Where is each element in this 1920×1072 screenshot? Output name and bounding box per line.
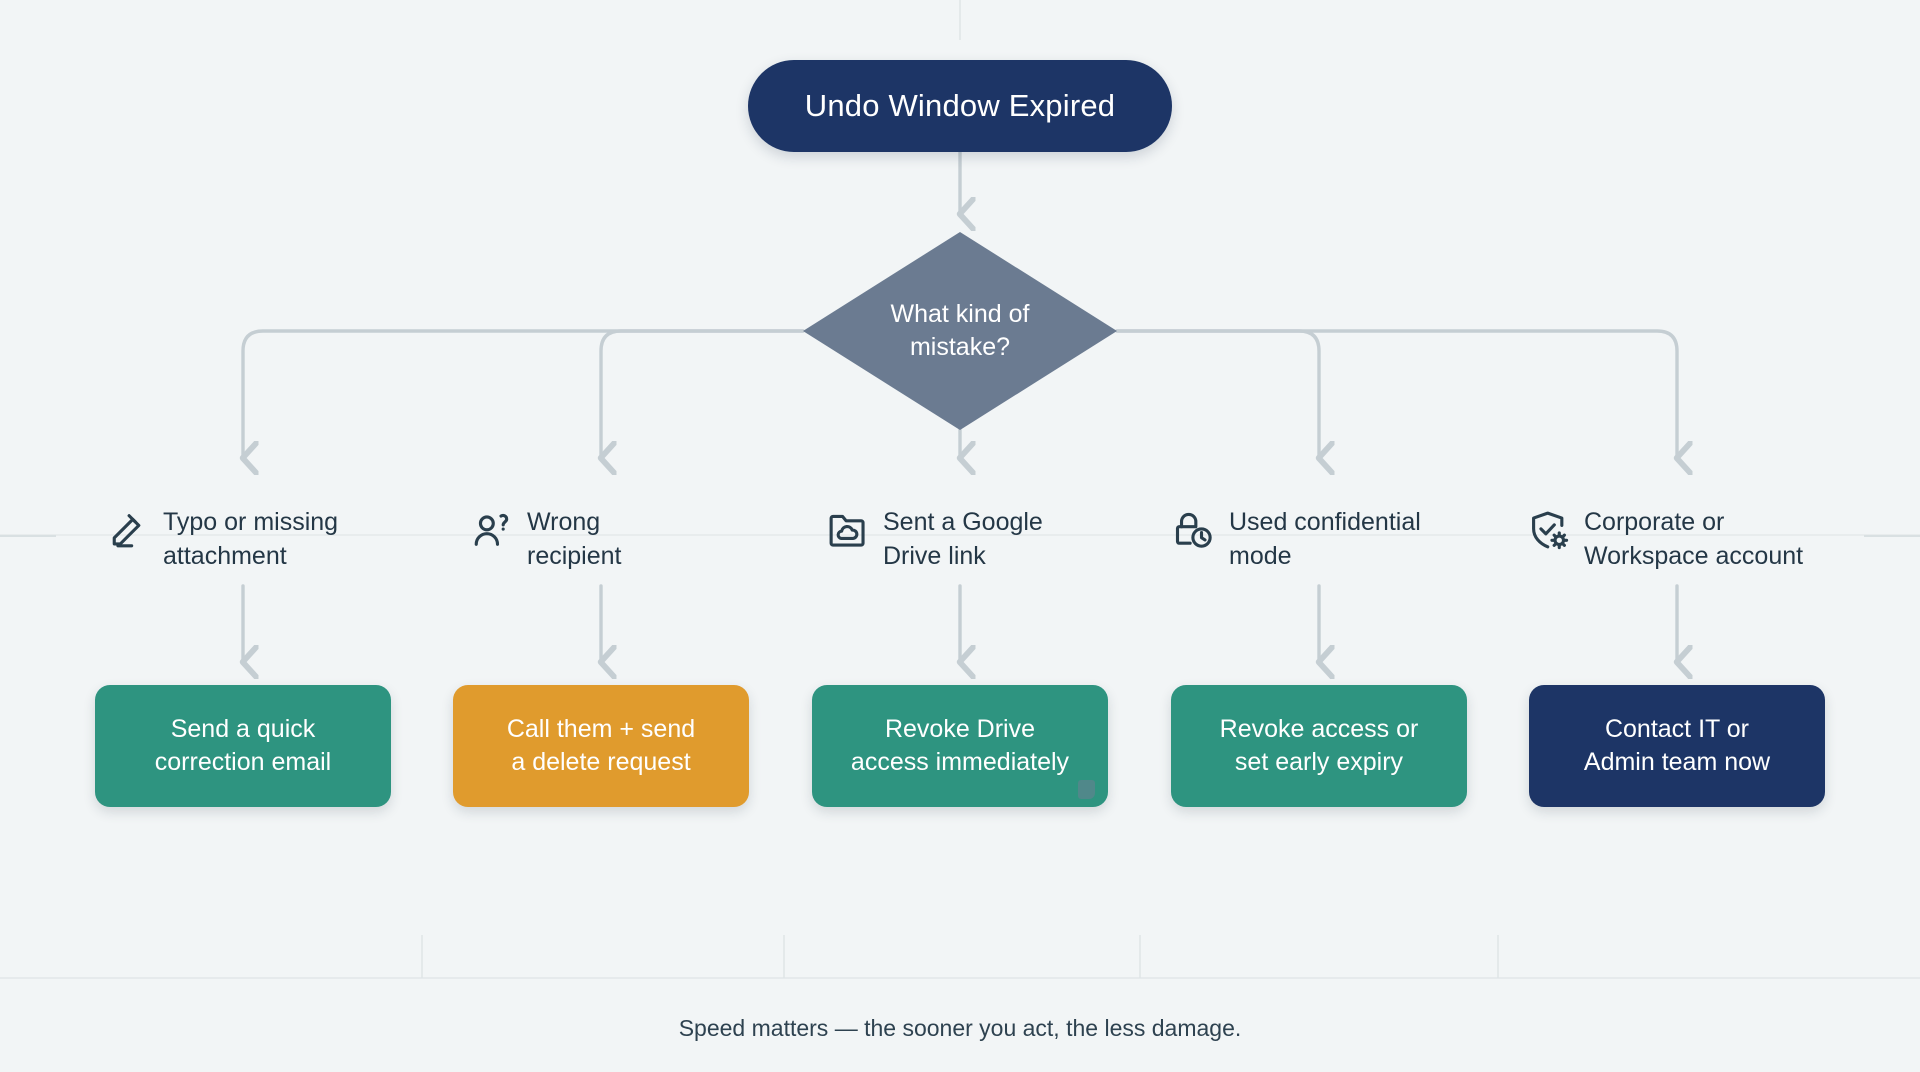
lock-clock-icon (1172, 508, 1216, 552)
outcome-box-contact-it-or-admin-team-now[interactable]: Contact IT or Admin team now (1529, 685, 1825, 807)
watermark-speck (1078, 780, 1095, 799)
pencil-edit-icon (106, 508, 150, 552)
outcome-label: Revoke Drive access immediately (850, 714, 1070, 777)
branch-label: Typo or missing attachment (163, 508, 339, 570)
outcome-box-revoke-access-or-set-early-expiry[interactable]: Revoke access or set early expiry (1171, 685, 1467, 807)
person-question-icon (470, 508, 514, 552)
outcome-box-send-a-quick-correction-email[interactable]: Send a quick correction email (95, 685, 391, 807)
branch-item-used-confidential-mode[interactable]: Used confidential mode (1172, 505, 1421, 573)
root-node-undo-window-expired[interactable]: Undo Window Expired (748, 60, 1172, 152)
branch-item-corporate-or-workspace-account[interactable]: Corporate or Workspace account (1527, 505, 1803, 573)
outcome-box-revoke-drive-access-immediately[interactable]: Revoke Drive access immediately (812, 685, 1108, 807)
branch-item-wrong-recipient[interactable]: Wrong recipient (470, 505, 622, 573)
shield-check-gear-icon (1527, 508, 1571, 552)
folder-cloud-icon (826, 508, 870, 552)
branch-label: Corporate or Workspace account (1584, 508, 1804, 570)
outcome-box-call-them-send-a-delete-request[interactable]: Call them + send a delete request (453, 685, 749, 807)
root-node-label: Undo Window Expired (804, 88, 1116, 123)
decision-node-what-kind-of-mistake[interactable]: What kind of mistake? (803, 232, 1117, 430)
outcome-label: Revoke access or set early expiry (1219, 714, 1419, 777)
branch-label: Used confidential mode (1229, 508, 1421, 570)
footer-note: Speed matters — the sooner you act, the … (678, 1015, 1242, 1041)
branch-label: Sent a Google Drive link (883, 508, 1043, 570)
branch-item-typo-or-missing-attachment[interactable]: Typo or missing attachment (106, 505, 338, 573)
outcome-label: Contact IT or Admin team now (1583, 714, 1771, 777)
branch-item-sent-a-google-drive-link[interactable]: Sent a Google Drive link (826, 505, 1043, 573)
branch-label: Wrong recipient (527, 508, 622, 570)
decision-diamond-shape (803, 232, 1117, 430)
outcome-label: Send a quick correction email (154, 714, 332, 777)
outcome-label: Call them + send a delete request (506, 714, 696, 777)
